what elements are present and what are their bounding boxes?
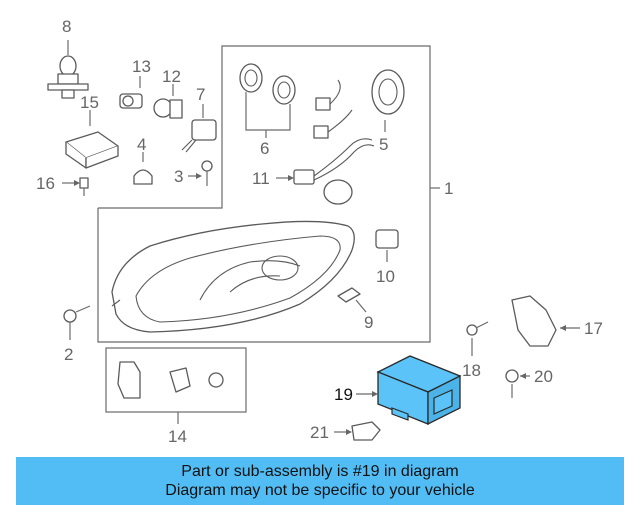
banner-line-2: Diagram may not be specific to your vehi… bbox=[165, 482, 475, 499]
part-17-bracket bbox=[511, 295, 580, 347]
part-11-harness bbox=[276, 138, 375, 205]
callout-11: 11 bbox=[252, 169, 270, 188]
info-banner: Part or sub-assembly is #19 in diagram D… bbox=[16, 457, 624, 505]
part-6-rings bbox=[239, 63, 296, 138]
connectors bbox=[313, 79, 353, 139]
callout-21: 21 bbox=[310, 423, 329, 442]
callout-8: 8 bbox=[62, 17, 71, 36]
callout-3: 3 bbox=[174, 167, 183, 186]
subassembly-box-14 bbox=[105, 347, 247, 413]
callout-6: 6 bbox=[260, 139, 269, 158]
part-19-control-module[interactable] bbox=[356, 355, 462, 426]
callout-2: 2 bbox=[64, 345, 73, 364]
callout-10: 10 bbox=[376, 267, 395, 286]
part-20-screw bbox=[505, 369, 530, 398]
part-15-module bbox=[65, 110, 119, 169]
callout-13: 13 bbox=[132, 57, 151, 76]
part-10-socket bbox=[375, 229, 399, 262]
callout-1: 1 bbox=[444, 179, 453, 198]
callout-5: 5 bbox=[379, 135, 388, 154]
callout-9: 9 bbox=[364, 313, 373, 332]
banner-line-1: Part or sub-assembly is #19 in diagram bbox=[181, 463, 459, 480]
callout-7: 7 bbox=[196, 85, 205, 104]
part-16-screw bbox=[62, 177, 89, 196]
callout-19: 19 bbox=[334, 385, 353, 404]
part-7-socket bbox=[181, 104, 217, 153]
part-3-screw bbox=[188, 160, 213, 186]
callout-12: 12 bbox=[162, 67, 181, 86]
headlamp-body bbox=[111, 220, 355, 333]
part-21-clip bbox=[334, 421, 381, 441]
headlamp-group-outline bbox=[97, 45, 431, 343]
part-4-cap bbox=[133, 152, 153, 185]
part-9-bracket bbox=[337, 287, 367, 313]
module-connector bbox=[433, 389, 453, 415]
callout-16: 16 bbox=[36, 174, 55, 193]
part-18-screw bbox=[466, 321, 489, 356]
callout-4: 4 bbox=[137, 135, 146, 154]
part-8-bulb bbox=[47, 40, 89, 99]
callout-15: 15 bbox=[80, 93, 99, 112]
callout-20: 20 bbox=[534, 367, 553, 386]
callout-18: 18 bbox=[462, 361, 481, 380]
part-5-ring bbox=[371, 69, 405, 132]
part-13-bulb bbox=[119, 76, 143, 109]
part-14-items bbox=[117, 361, 224, 424]
callout-17: 17 bbox=[584, 319, 603, 338]
part-2-screw bbox=[63, 305, 91, 340]
part-12-bulb bbox=[153, 84, 183, 119]
callout-14: 14 bbox=[168, 427, 187, 446]
module-tab bbox=[391, 407, 409, 421]
